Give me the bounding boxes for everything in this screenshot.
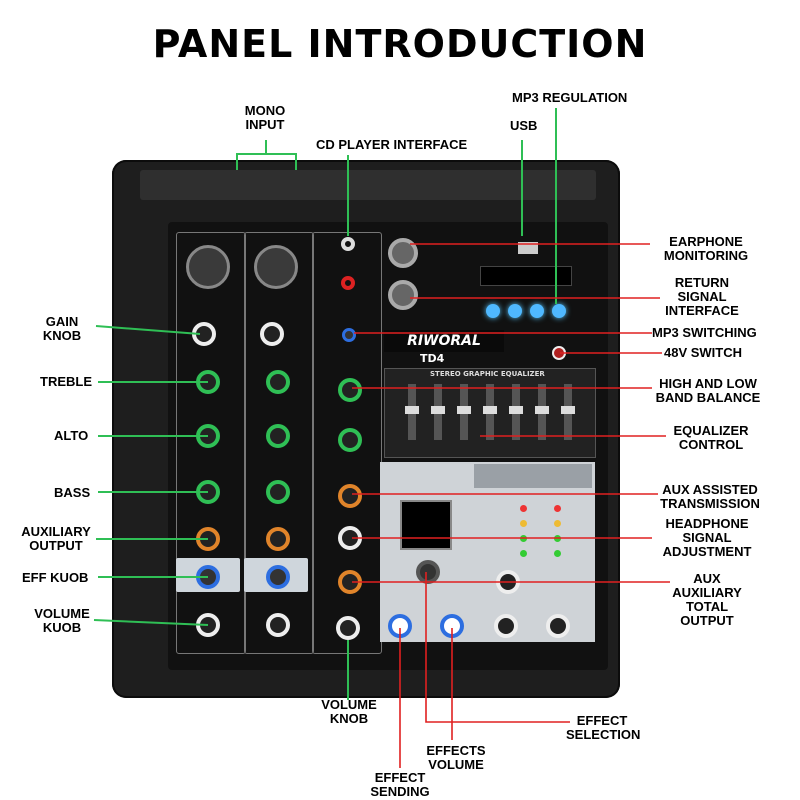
- previous-button[interactable]: [508, 304, 522, 318]
- callout-usb: USB: [510, 118, 538, 133]
- callout-effect-selection: EFFECT SELECTION: [566, 713, 641, 742]
- low-eq-knob-3-4[interactable]: [338, 428, 362, 452]
- high-eq-knob-2[interactable]: [266, 370, 290, 394]
- callout-return-signal: RETURN SIGNAL INTERFACE: [665, 275, 739, 318]
- page-title: PANEL INTRODUCTION: [152, 22, 648, 66]
- high-eq-knob-3-4[interactable]: [338, 378, 362, 402]
- play-pause-button[interactable]: [486, 304, 500, 318]
- callout-eff-knob: EFF KUOB: [22, 570, 89, 585]
- rca-white[interactable]: [341, 237, 355, 251]
- eff-knob-2[interactable]: [266, 565, 290, 589]
- callout-mono-input: MONO INPUT: [244, 103, 286, 132]
- brand-logo: RIWORAL: [384, 330, 504, 352]
- line-gain: [95, 325, 201, 335]
- return-jack[interactable]: [388, 280, 418, 310]
- level-led-12-l: [520, 550, 527, 557]
- mp3-switch-button[interactable]: [342, 328, 356, 342]
- model-label: TD4: [420, 352, 445, 365]
- eq-slider-2-5k[interactable]: [509, 384, 523, 440]
- callout-effects-volume: EFFECTS VOLUME: [426, 743, 486, 772]
- clip-led-l: [520, 505, 527, 512]
- program-display: [400, 500, 452, 550]
- level-led-6-l: [520, 520, 527, 527]
- callout-band-balance: HIGH AND LOW BAND BALANCE: [655, 376, 761, 405]
- eq-slider-16k[interactable]: [561, 384, 575, 440]
- callout-earphone: EARPHONE MONITORING: [663, 234, 749, 263]
- eq-slider-1k[interactable]: [483, 384, 497, 440]
- callout-aux-output: AUXILIARY OUTPUT: [21, 524, 91, 553]
- aux-knob-3-4[interactable]: [338, 484, 362, 508]
- rca-red[interactable]: [341, 276, 355, 290]
- callout-aux-assisted: AUX ASSISTED TRANSMISSION: [660, 482, 760, 511]
- callout-alto: ALTO: [54, 428, 89, 443]
- aux-knob-2[interactable]: [266, 527, 290, 551]
- usb-port[interactable]: [518, 242, 538, 254]
- line-mono-input: [236, 153, 297, 170]
- top-connector-bar: [140, 170, 596, 200]
- callout-aux-total: AUX AUXILIARY TOTAL OUTPUT: [672, 571, 742, 628]
- mp3-display: [480, 266, 572, 286]
- callout-volume-left: VOLUME KUOB: [34, 606, 90, 635]
- mic-line-input-2[interactable]: [254, 245, 298, 289]
- callout-eq-control: EQUALIZER CONTROL: [673, 423, 749, 452]
- callout-mp3-regulation: MP3 REGULATION: [512, 90, 628, 105]
- eq-slider-160[interactable]: [431, 384, 445, 440]
- callout-volume-knob: VOLUME KNOB: [321, 697, 377, 726]
- callout-treble: TREBLE: [40, 374, 92, 389]
- eq-slider-400[interactable]: [457, 384, 471, 440]
- eq-slider-63[interactable]: [405, 384, 419, 440]
- eq-slider-6-3k[interactable]: [535, 384, 549, 440]
- channel-strip-1: [176, 232, 246, 654]
- level-led-12-r: [554, 550, 561, 557]
- channel-strip-2: [244, 232, 314, 654]
- line-volume-left: [93, 619, 209, 626]
- effects-list: [474, 464, 592, 488]
- callout-mp3-switching: MP3 SWITCHING: [652, 325, 757, 340]
- callout-bass: BASS: [54, 485, 91, 500]
- callout-cd-player: CD PLAYER INTERFACE: [316, 137, 468, 152]
- gain-knob-2[interactable]: [260, 322, 284, 346]
- clip-led-r: [554, 505, 561, 512]
- callout-effect-sending: EFFECT SENDING: [370, 770, 430, 799]
- level-led-6-r: [554, 520, 561, 527]
- earphone-jack[interactable]: [388, 238, 418, 268]
- main-left-knob[interactable]: [494, 614, 518, 638]
- callout-headphone: HEADPHONE SIGNAL ADJUSTMENT: [662, 516, 752, 559]
- eq-title: STEREO GRAPHIC EQUALIZER: [430, 370, 545, 378]
- next-button[interactable]: [530, 304, 544, 318]
- line-effect-selection: [425, 572, 570, 723]
- mode-button[interactable]: [552, 304, 566, 318]
- volume-knob-3-4[interactable]: [336, 616, 360, 640]
- volume-knob-2[interactable]: [266, 613, 290, 637]
- main-right-knob[interactable]: [546, 614, 570, 638]
- mic-line-input-1[interactable]: [186, 245, 230, 289]
- callout-gain: GAIN KNOB: [42, 314, 82, 343]
- callout-48v-switch: 48V SWITCH: [664, 345, 743, 360]
- low-eq-knob-2[interactable]: [266, 480, 290, 504]
- mid-eq-knob-2[interactable]: [266, 424, 290, 448]
